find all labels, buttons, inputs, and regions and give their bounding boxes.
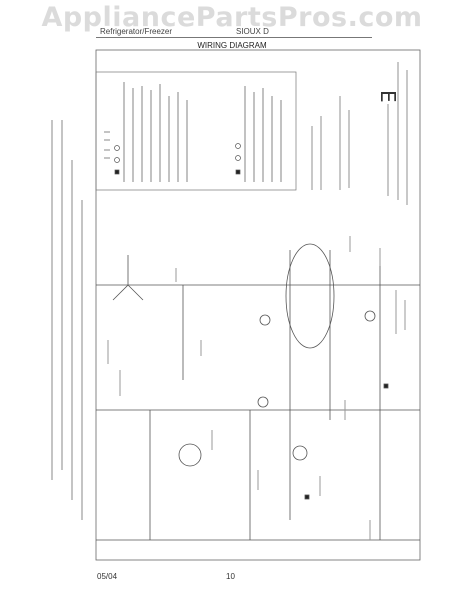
revision-marker: E xyxy=(376,90,400,103)
header-code: SIOUX D xyxy=(236,27,269,36)
watermark-logo: AppliancePartsPros.com xyxy=(41,2,423,33)
legend-box xyxy=(95,71,297,191)
legend-text-lines xyxy=(123,82,282,182)
wiring-traces xyxy=(96,243,420,541)
header-divider xyxy=(96,37,372,38)
diagram-frame xyxy=(95,49,421,561)
component-label-marks xyxy=(107,236,406,540)
warning-text-block xyxy=(51,120,83,520)
page-title: WIRING DIAGRAM xyxy=(197,41,267,50)
legend-symbols xyxy=(104,131,241,175)
footer-date: 05/04 xyxy=(97,572,118,581)
notes-block xyxy=(311,62,408,205)
page-number: 10 xyxy=(226,572,235,581)
header-model: Refrigerator/Freezer xyxy=(100,27,173,36)
